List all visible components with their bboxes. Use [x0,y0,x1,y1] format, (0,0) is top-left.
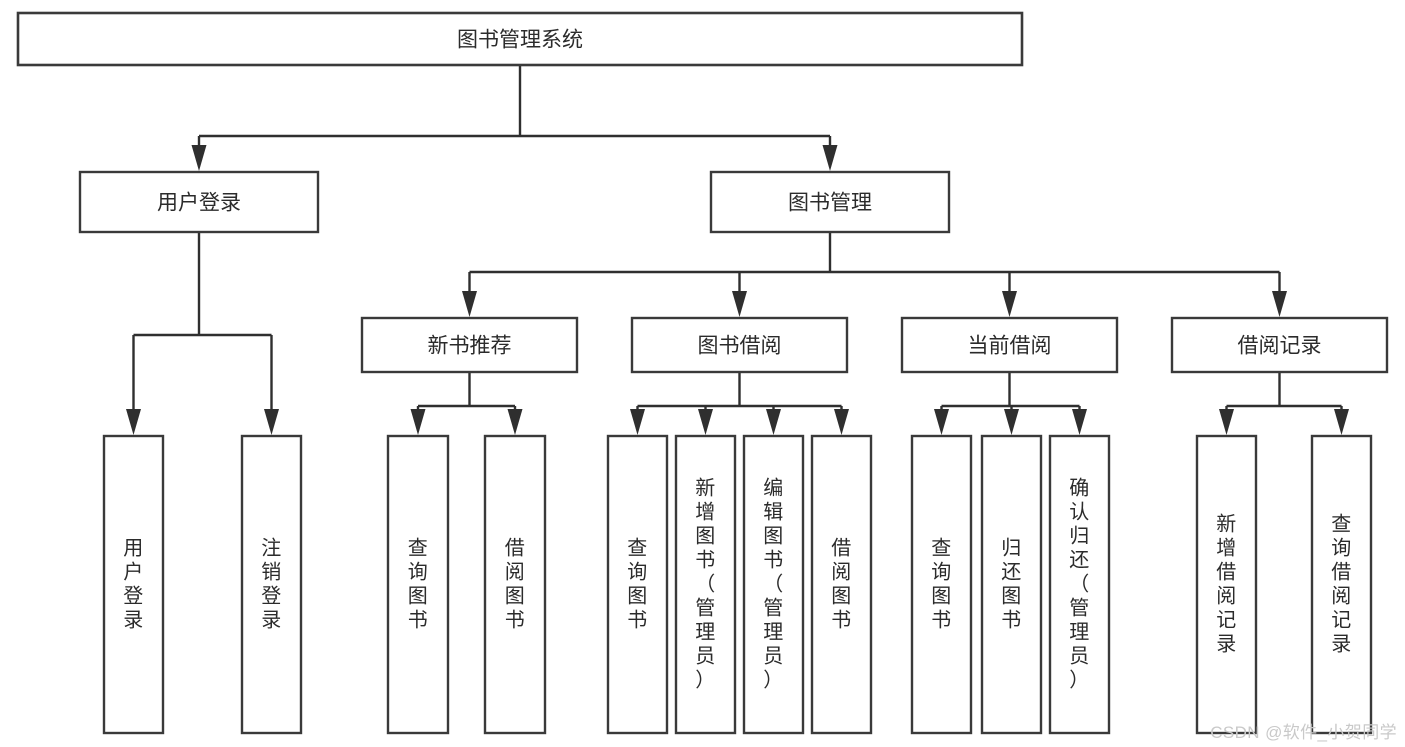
node-label: 当前借阅 [968,335,1052,358]
arrow-head-icon [822,145,838,171]
arrow-head-icon [410,409,426,435]
node-leaf_7[interactable]: 借阅图书 [810,434,873,735]
node-label: 借阅图书 [505,537,526,632]
node-box[interactable] [1310,434,1373,735]
node-label: 归还图书 [1001,537,1022,632]
node-box[interactable] [709,170,951,234]
node-leaf_2[interactable]: 查询图书 [386,434,450,735]
arrow-head-icon [630,409,645,435]
node-leaf_3[interactable]: 借阅图书 [483,434,547,735]
arrow-head-icon [507,409,523,435]
node-label: 借阅记录 [1238,335,1322,358]
node-label: 用户登录 [157,192,241,215]
node-box[interactable] [810,434,873,735]
node-label: 用户登录 [123,538,144,632]
node-label: 查询借阅记录 [1331,513,1352,656]
node-label: 图书管理 [788,192,872,215]
connector-group-root [191,65,838,171]
arrow-head-icon [191,145,207,171]
node-label: 新增图书（管理员） [695,477,716,692]
arrow-head-icon [1072,409,1087,435]
arrow-head-icon [698,409,713,435]
node-l1_0[interactable]: 用户登录 [78,170,320,234]
node-box[interactable] [742,434,805,735]
watermark-label: CSDN @软件_小贺同学 [1210,723,1397,742]
connector-group-l1_1 [462,232,1287,317]
node-box[interactable] [1195,434,1258,735]
node-label: 编辑图书（管理员） [763,477,784,692]
node-box[interactable] [980,434,1043,735]
node-box[interactable] [910,434,973,735]
node-box[interactable] [1170,316,1389,374]
node-layer: 图书管理系统用户登录图书管理新书推荐图书借阅当前借阅借阅记录用户登录注销登录查询… [16,11,1389,735]
node-label: 图书借阅 [698,335,782,358]
node-label: 新书推荐 [428,335,512,358]
node-box[interactable] [16,11,1024,67]
arrow-head-icon [1272,291,1287,317]
node-label: 查询图书 [408,537,429,632]
node-l1_1[interactable]: 图书管理 [709,170,951,234]
node-label: 确认归还（管理员） [1069,477,1090,692]
node-box[interactable] [1048,434,1111,735]
node-label: 查询图书 [931,537,952,632]
arrow-head-icon [126,409,141,435]
connector-group-l1_0 [126,232,279,435]
node-box[interactable] [240,434,303,735]
node-box[interactable] [386,434,450,735]
node-box[interactable] [360,316,579,374]
connector-group-l2_1 [630,372,849,435]
connector-group-l2_2 [934,372,1087,435]
node-box[interactable] [674,434,737,735]
node-l2_2[interactable]: 当前借阅 [900,316,1119,374]
node-box[interactable] [483,434,547,735]
arrow-head-icon [1219,409,1234,435]
node-leaf_10[interactable]: 确认归还（管理员） [1048,434,1111,735]
arrow-head-icon [462,291,477,317]
arrow-head-icon [766,409,781,435]
node-box[interactable] [606,434,669,735]
node-box[interactable] [630,316,849,374]
node-box[interactable] [78,170,320,234]
connector-group-l2_3 [1219,372,1349,435]
arrow-head-icon [1334,409,1349,435]
arrow-head-icon [834,409,849,435]
node-l2_3[interactable]: 借阅记录 [1170,316,1389,374]
node-leaf_6[interactable]: 编辑图书（管理员） [742,434,805,735]
connector-group-l2_0 [410,372,523,435]
node-leaf_12[interactable]: 查询借阅记录 [1310,434,1373,735]
arrow-head-icon [1004,409,1019,435]
arrow-head-icon [1002,291,1017,317]
node-label: 图书管理系统 [457,29,583,52]
node-leaf_4[interactable]: 查询图书 [606,434,669,735]
node-leaf_1[interactable]: 注销登录 [240,434,303,735]
node-label: 借阅图书 [831,537,852,632]
arrow-head-icon [264,409,279,435]
arrow-head-icon [934,409,949,435]
node-l2_1[interactable]: 图书借阅 [630,316,849,374]
arrow-head-icon [732,291,747,317]
connector-layer [126,65,1349,435]
node-root[interactable]: 图书管理系统 [16,11,1024,67]
node-l2_0[interactable]: 新书推荐 [360,316,579,374]
node-leaf_11[interactable]: 新增借阅记录 [1195,434,1258,735]
node-leaf_9[interactable]: 归还图书 [980,434,1043,735]
node-box[interactable] [102,434,165,735]
node-leaf_8[interactable]: 查询图书 [910,434,973,735]
node-box[interactable] [900,316,1119,374]
node-label: 查询图书 [627,537,648,632]
node-leaf_5[interactable]: 新增图书（管理员） [674,434,737,735]
node-leaf_0[interactable]: 用户登录 [102,434,165,735]
node-label: 新增借阅记录 [1216,513,1237,656]
node-label: 注销登录 [261,537,282,632]
